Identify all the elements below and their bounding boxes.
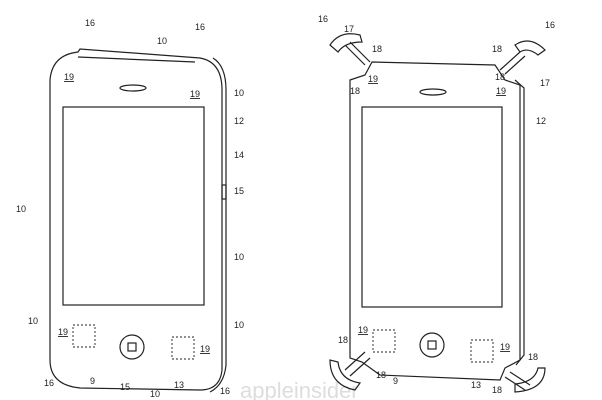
left-screen <box>62 106 205 306</box>
ref-label: 19 <box>358 325 368 335</box>
right-screen <box>361 106 503 308</box>
right-sensor-9 <box>372 329 396 353</box>
ref-label: 10 <box>157 36 167 46</box>
ref-label: 18 <box>372 44 382 54</box>
right-bumper-top-right <box>499 40 546 75</box>
ref-label: 13 <box>174 380 184 390</box>
left-phone-side <box>209 57 227 393</box>
left-phone-drawing <box>49 48 227 393</box>
right-phone-body <box>349 61 521 381</box>
ref-label: 10 <box>234 88 244 98</box>
ref-label: 19 <box>368 74 378 84</box>
ref-label: 18 <box>376 370 386 380</box>
ref-label: 10 <box>16 204 26 214</box>
ref-label: 19 <box>64 72 74 82</box>
ref-label: 10 <box>28 316 38 326</box>
left-sensor-13 <box>171 336 195 360</box>
ref-label: 19 <box>496 86 506 96</box>
right-sensor-13 <box>470 339 494 363</box>
ref-label: 16 <box>85 18 95 28</box>
ref-label: 10 <box>234 252 244 262</box>
ref-label: 17 <box>344 24 354 34</box>
right-bumper-top-left <box>329 33 371 66</box>
ref-label: 18 <box>495 72 505 82</box>
watermark: appleinsider <box>240 378 359 400</box>
ref-label: 19 <box>190 89 200 99</box>
ref-label: 18 <box>528 352 538 362</box>
ref-label: 16 <box>545 20 555 30</box>
ref-label: 18 <box>492 44 502 54</box>
left-reference-labels: 16 10 16 19 19 10 12 14 15 10 10 10 10 1… <box>16 18 244 399</box>
ref-label: 18 <box>338 335 348 345</box>
left-home-square <box>127 342 137 352</box>
ref-label: 18 <box>492 385 502 395</box>
left-side-button <box>221 184 227 200</box>
left-sensor-9 <box>72 324 96 348</box>
right-reference-labels: 16 17 18 18 19 18 16 18 19 17 12 18 19 1… <box>318 14 555 395</box>
ref-label: 16 <box>44 378 54 388</box>
ref-label: 19 <box>500 342 510 352</box>
right-home-square <box>427 340 437 350</box>
right-bumper-bottom-right <box>504 367 546 393</box>
ref-label: 16 <box>318 14 328 24</box>
ref-label: 15 <box>234 186 244 196</box>
left-top-edge <box>77 56 196 63</box>
ref-label: 13 <box>471 380 481 390</box>
ref-label: 15 <box>120 382 130 392</box>
ref-label: 9 <box>90 376 95 386</box>
right-bumper-bottom-left <box>329 351 371 391</box>
right-phone-drawing <box>329 33 546 393</box>
ref-label: 12 <box>234 116 244 126</box>
right-home-button <box>419 332 445 358</box>
ref-label: 19 <box>58 327 68 337</box>
ref-label: 16 <box>220 386 230 396</box>
ref-label: 14 <box>234 150 244 160</box>
ref-label: 10 <box>234 320 244 330</box>
left-phone-body <box>49 48 223 391</box>
left-speaker <box>119 84 147 92</box>
ref-label: 17 <box>540 78 550 88</box>
left-home-button <box>119 334 145 360</box>
right-phone-side <box>514 79 525 366</box>
ref-label: 18 <box>350 86 360 96</box>
ref-label: 10 <box>150 389 160 399</box>
ref-label: 19 <box>200 344 210 354</box>
ref-label: 9 <box>393 376 398 386</box>
ref-label: 16 <box>195 22 205 32</box>
ref-label: 12 <box>536 116 546 126</box>
right-speaker <box>419 88 447 96</box>
